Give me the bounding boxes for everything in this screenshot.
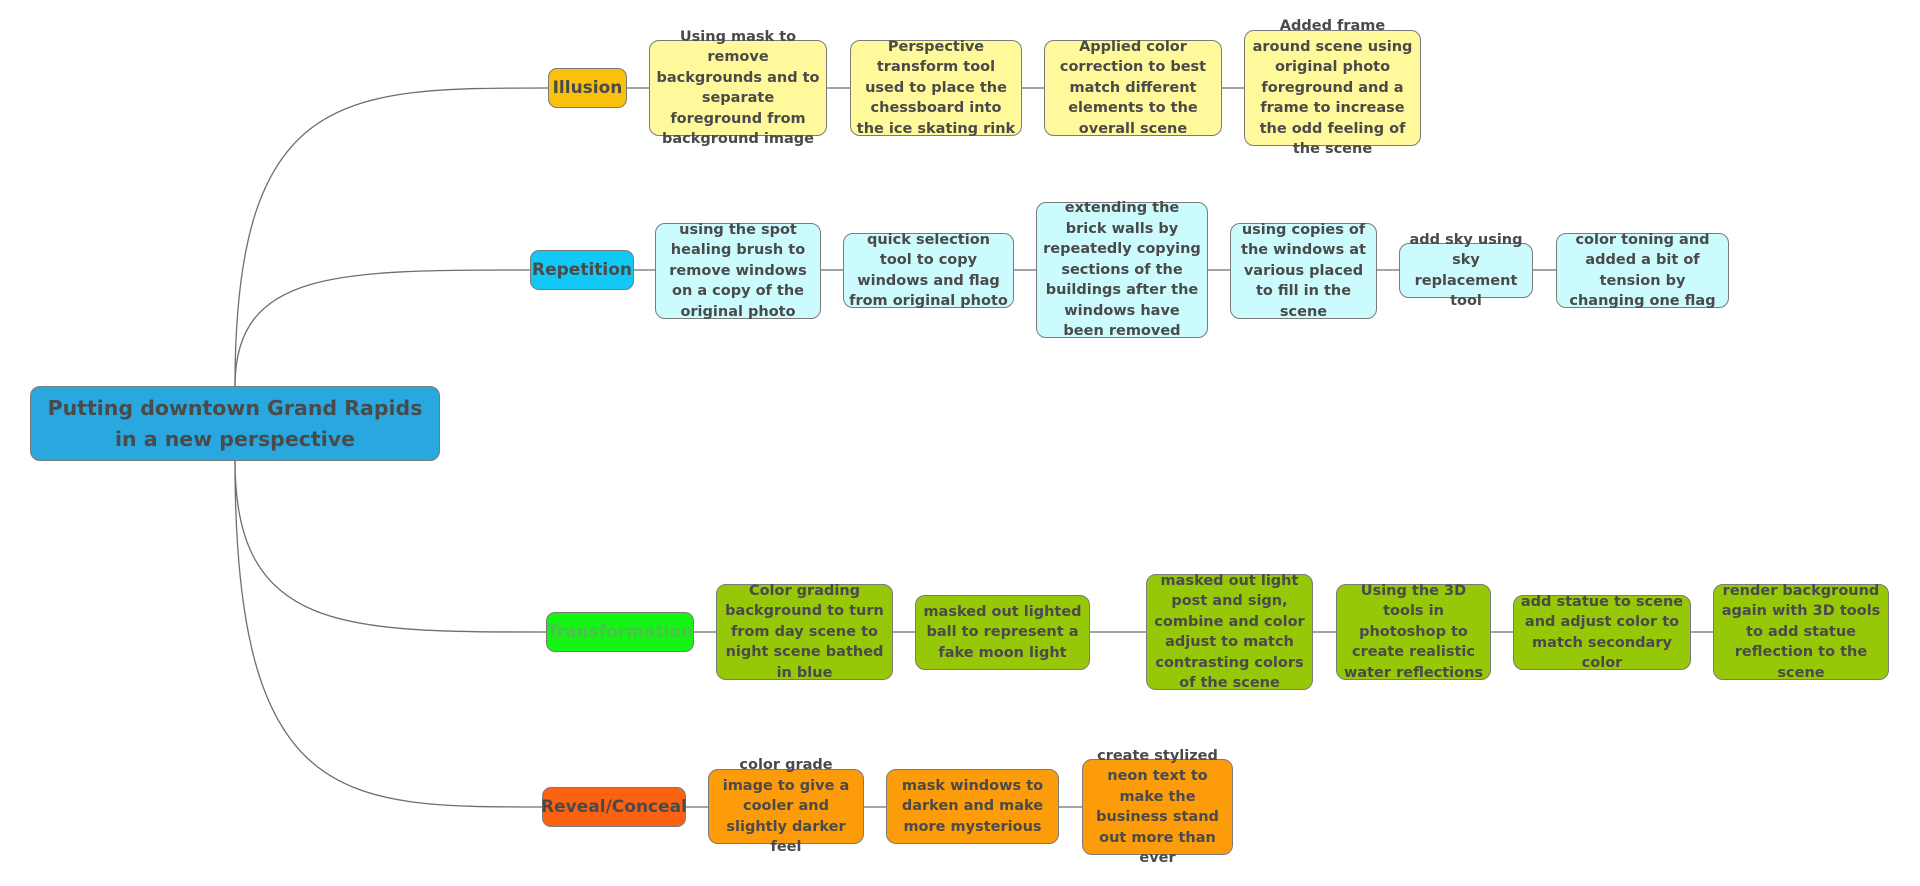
branch-label: Illusion xyxy=(552,78,623,98)
leaf-transformation-5[interactable]: add statue to scene and adjust color to … xyxy=(1513,594,1691,671)
leaf-transformation-2[interactable]: masked out lighted ball to represent a f… xyxy=(915,595,1090,670)
branch-label: Repetition xyxy=(532,260,633,280)
leaf-reveal-conceal-1[interactable]: color grade image to give a cooler and s… xyxy=(708,757,864,855)
leaf-illusion-4[interactable]: Added frame around scene using original … xyxy=(1244,18,1421,157)
leaf-repetition-6[interactable]: color toning and added a bit of tension … xyxy=(1556,232,1729,309)
branch-transformation[interactable]: Transformation xyxy=(546,612,694,652)
leaf-repetition-1[interactable]: using the spot healing brush to remove w… xyxy=(655,222,821,320)
root-topic[interactable]: Putting downtown Grand Rapids in a new p… xyxy=(30,386,440,461)
branch-reveal-conceal[interactable]: Reveal/Conceal xyxy=(541,787,687,827)
leaf-transformation-6[interactable]: render background again with 3D tools to… xyxy=(1713,583,1889,681)
leaf-repetition-5[interactable]: add sky using sky replacement tool xyxy=(1399,232,1533,309)
leaf-transformation-1[interactable]: Color grading background to turn from da… xyxy=(716,583,893,681)
leaf-repetition-3[interactable]: extending the brick walls by repeatedly … xyxy=(1036,200,1208,339)
leaf-repetition-2[interactable]: quick selection tool to copy windows and… xyxy=(843,232,1014,309)
branch-connector xyxy=(234,269,531,387)
branch-connector xyxy=(234,460,547,633)
branch-repetition[interactable]: Repetition xyxy=(530,250,634,290)
branch-label: Reveal/Conceal xyxy=(541,797,687,817)
leaf-illusion-1[interactable]: Using mask to remove backgrounds and to … xyxy=(649,29,827,147)
leaf-repetition-4[interactable]: using copies of the windows at various p… xyxy=(1230,222,1377,320)
leaf-reveal-conceal-2[interactable]: mask windows to darken and make more mys… xyxy=(886,769,1059,844)
leaf-transformation-4[interactable]: Using the 3D tools in photoshop to creat… xyxy=(1336,583,1491,681)
leaf-illusion-2[interactable]: Perspective transform tool used to place… xyxy=(850,39,1022,137)
branch-label: Transformation xyxy=(546,622,694,642)
branch-connector xyxy=(234,460,543,808)
branch-illusion[interactable]: Illusion xyxy=(548,68,627,108)
leaf-illusion-3[interactable]: Applied color correction to best match d… xyxy=(1044,39,1222,137)
leaf-transformation-3[interactable]: masked out light post and sign, combine … xyxy=(1146,573,1313,691)
root-topic-label: Putting downtown Grand Rapids in a new p… xyxy=(47,395,423,451)
branch-connector xyxy=(234,87,549,387)
leaf-reveal-conceal-3[interactable]: create stylized neon text to make the bu… xyxy=(1082,748,1233,866)
